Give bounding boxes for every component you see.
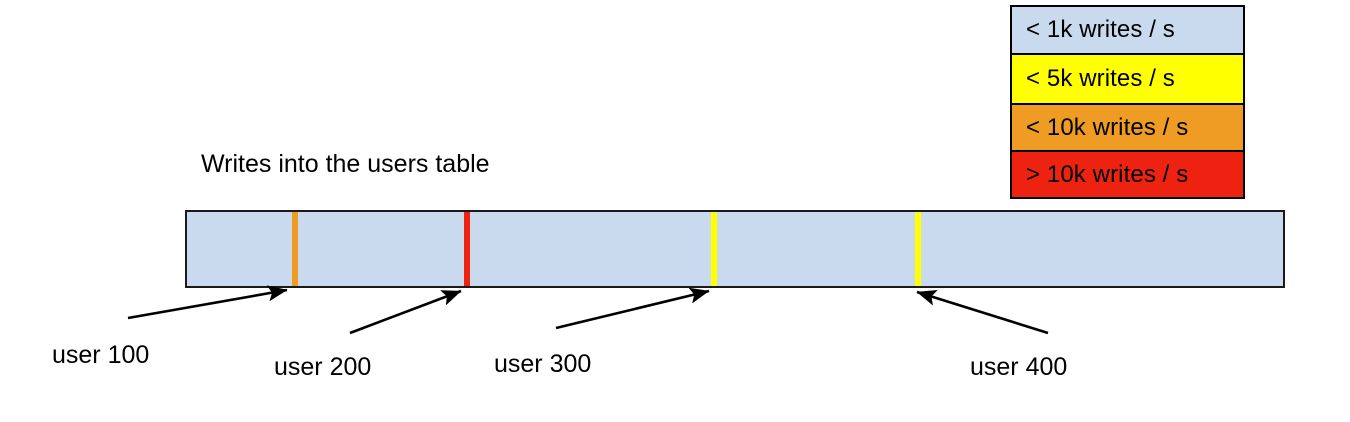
arrow-user-100 xyxy=(127,285,288,320)
arrow-user-300 xyxy=(555,287,710,330)
legend-item-label: > 10k writes / s xyxy=(1026,160,1189,188)
legend-item-label: < 10k writes / s xyxy=(1026,113,1189,141)
marker-user-100 xyxy=(292,212,299,286)
callout-label-user-400: user 400 xyxy=(970,353,1068,381)
arrow-user-400 xyxy=(916,290,1049,335)
callout-label-user-100: user 100 xyxy=(52,341,150,369)
legend-item-label: < 1k writes / s xyxy=(1026,16,1175,43)
marker-user-300 xyxy=(710,212,717,286)
legend-item-lt-5k: < 5k writes / s xyxy=(1012,55,1243,105)
legend-item-lt-1k: < 1k writes / s xyxy=(1012,7,1243,55)
callout-label-user-300: user 300 xyxy=(494,350,592,378)
legend: < 1k writes / s < 5k writes / s < 10k wr… xyxy=(1010,5,1245,199)
users-table-band xyxy=(185,210,1285,288)
legend-item-label: < 5k writes / s xyxy=(1026,65,1175,92)
marker-user-200 xyxy=(464,212,471,286)
legend-item-lt-10k: < 10k writes / s xyxy=(1012,105,1243,152)
chart-title: Writes into the users table xyxy=(201,150,490,178)
marker-user-400 xyxy=(914,212,921,286)
legend-item-gt-10k: > 10k writes / s xyxy=(1012,152,1243,197)
callout-label-user-200: user 200 xyxy=(274,353,372,381)
arrow-user-200 xyxy=(349,289,462,335)
